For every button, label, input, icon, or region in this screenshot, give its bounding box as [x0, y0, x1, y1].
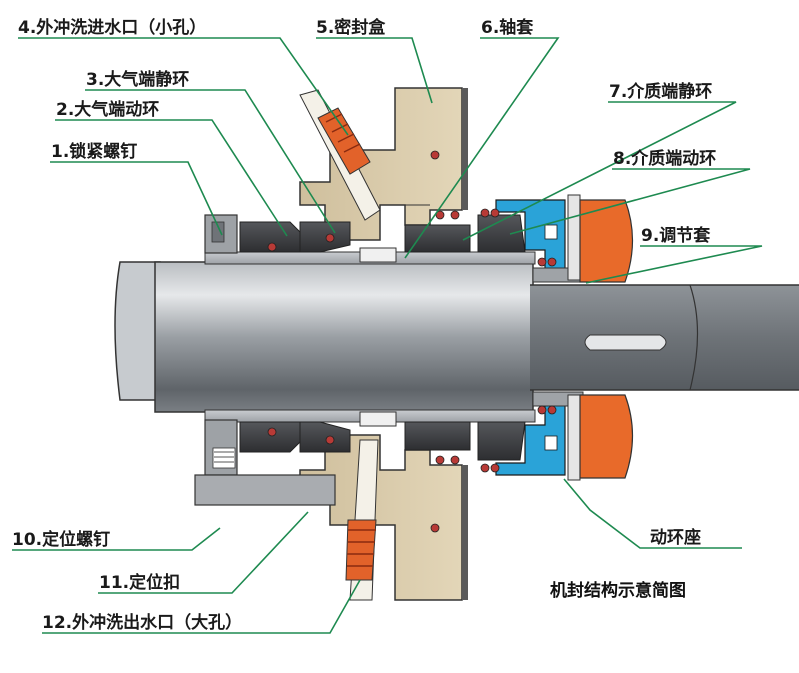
positioning-clip	[194, 474, 336, 506]
ring-seat-top	[495, 199, 566, 276]
shaft-left-end	[114, 261, 161, 401]
flush-outlet-fitting	[345, 519, 377, 581]
label-12: 12.外冲洗出水口（大孔）	[42, 613, 243, 633]
label-7: 7.介质端静环	[609, 82, 713, 102]
med-rotating-ring-bottom	[477, 421, 526, 461]
label-11: 11.定位扣	[99, 573, 181, 593]
leader-lines	[12, 37, 763, 634]
shaft-main	[154, 261, 534, 413]
label-3: 3.大气端静环	[86, 70, 190, 90]
label-2: 2.大气端动环	[56, 100, 160, 120]
med-stationary-ring-bottom	[404, 421, 471, 451]
med-rotating-ring-top	[477, 214, 526, 253]
shaft-keyway	[584, 334, 667, 351]
orange-collar-bottom	[579, 394, 634, 479]
label-4: 4.外冲洗进水口（小孔）	[18, 18, 207, 38]
label-seat: 动环座	[650, 528, 701, 548]
atm-stationary-ring-top	[299, 221, 351, 253]
label-10: 10.定位螺钉	[12, 530, 111, 550]
shaft-right	[530, 285, 799, 390]
label-5: 5.密封盒	[316, 18, 386, 38]
atm-stationary-ring-bottom	[299, 421, 351, 453]
label-1: 1.锁紧螺钉	[51, 142, 138, 162]
atm-rotating-ring-bottom	[239, 421, 301, 453]
label-8: 8.介质端动环	[613, 149, 717, 169]
diagram-title: 机封结构示意简图	[550, 581, 686, 601]
label-9: 9.调节套	[641, 226, 711, 246]
shaft-broken-end	[689, 284, 699, 391]
ring-seat-bottom	[495, 399, 566, 476]
o-rings	[267, 150, 557, 533]
med-stationary-ring-top	[404, 224, 471, 253]
orange-collar-top	[579, 199, 634, 283]
label-6: 6.轴套	[481, 18, 534, 38]
